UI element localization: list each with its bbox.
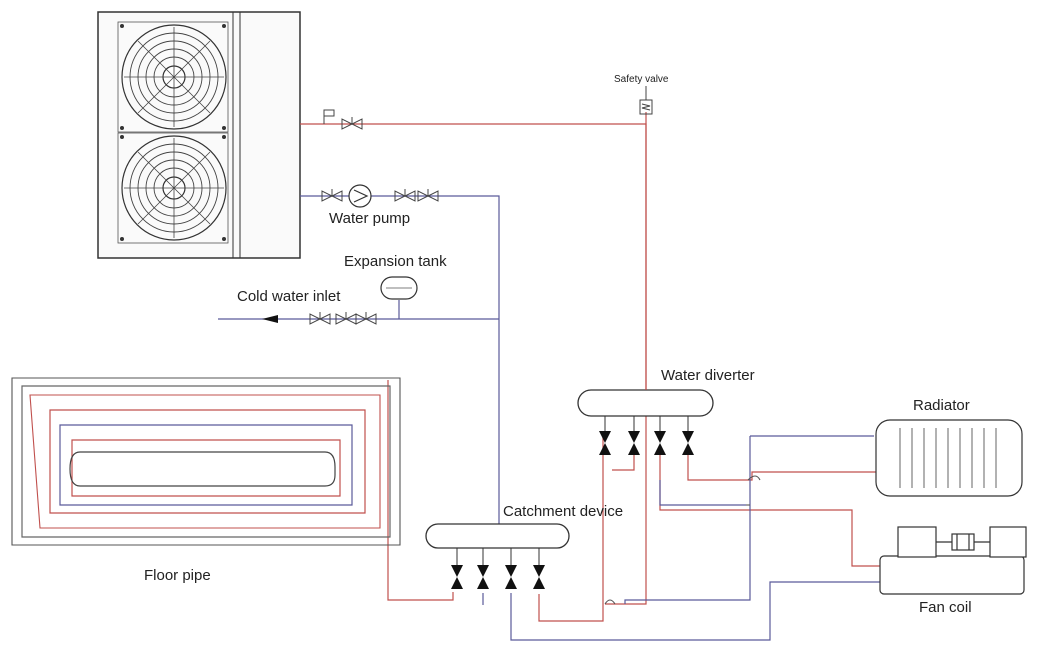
catchment-valve-icon: [505, 565, 517, 589]
pipe-crossovers: [604, 475, 761, 605]
fan-coil-label: Fan coil: [919, 599, 972, 616]
water-diverter-manifold: [577, 124, 714, 455]
floor-pipe-label: Floor pipe: [144, 567, 211, 584]
radiator-icon: [875, 419, 1023, 497]
fan-top-icon: [117, 21, 229, 133]
return-pipes: [11, 195, 880, 641]
fan-coil-icon: [879, 526, 1027, 595]
safety-valve-icon: [639, 86, 653, 115]
diverter-valve-icon: [628, 431, 640, 455]
catchment-device-label: Catchment device: [503, 503, 624, 520]
catchment-device-manifold: [425, 523, 570, 589]
cold-inlet-valves: [262, 311, 377, 325]
catchment-valve-icon: [451, 565, 463, 589]
diverter-valve-icon: [599, 431, 611, 455]
top-line-valves: [323, 109, 363, 130]
catchment-valve-icon: [533, 565, 545, 589]
water-pump-label: Water pump: [329, 210, 411, 227]
expansion-tank-label: Expansion tank: [344, 253, 447, 270]
expansion-tank-icon: [380, 276, 418, 300]
water-pump-icon: [321, 184, 439, 208]
water-diverter-label: Water diverter: [661, 367, 755, 384]
cold-water-inlet-label: Cold water inlet: [237, 288, 341, 305]
radiator-label: Radiator: [913, 397, 970, 414]
safety-valve-label: Safety valve: [614, 74, 669, 85]
diverter-valve-icon: [682, 431, 694, 455]
fan-bottom-icon: [117, 132, 229, 244]
diverter-valve-icon: [654, 431, 666, 455]
catchment-valve-icon: [477, 565, 489, 589]
heat-pump-unit: [97, 11, 301, 259]
